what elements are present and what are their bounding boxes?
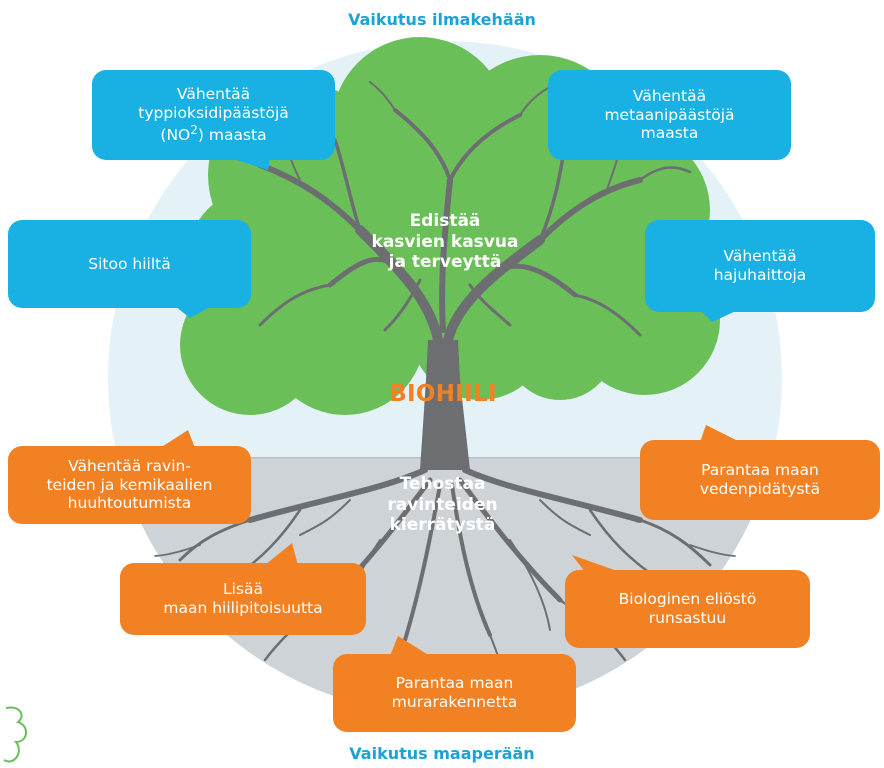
bubble-text-line: vedenpidätystä [699, 480, 821, 498]
formula-subscript: 2 [190, 122, 198, 137]
bubble-text-line: Vähentää [632, 86, 707, 105]
root-label-line: Tehostaa [399, 474, 486, 494]
soil-bubble-shapes [8, 425, 880, 732]
bubble-text-line: (NO2) maasta [138, 123, 289, 145]
bubble-text-line: Vähentää ravin- [68, 456, 191, 475]
tree-roots [154, 467, 736, 696]
bubble-text-line: hajuhaittoja [713, 266, 807, 284]
bubble-text-line: Biologinen eliöstö [618, 590, 757, 609]
bubble-leaching-reduction: Vähentää ravin- teiden ja kemikaalien hu… [8, 446, 251, 524]
root-label-line: kierrätystä [389, 515, 496, 536]
atmosphere-bubble-shapes [8, 70, 875, 322]
bubble-text-line: Parantaa maan [701, 461, 819, 480]
canopy-label-line: kasvien kasvua [371, 231, 519, 252]
bubble-text-line: metaanipäästöjä [604, 105, 735, 124]
bubble-text-line: Vähentää [723, 247, 797, 266]
bubble-text-line: maan hiilipitoisuutta [163, 599, 323, 617]
bubble-text-line: Lisää [222, 580, 263, 599]
bubble-text-line: Parantaa maan [395, 674, 514, 693]
bubble-text-line: murarakennetta [391, 693, 518, 711]
bubble-text-line: Vähentää [176, 85, 251, 104]
bubble-odor-reduction: Vähentää hajuhaittoja [645, 220, 875, 312]
bubble-text-line: maasta [640, 124, 699, 143]
soil-heading: Vaikutus maaperään [349, 744, 535, 763]
bubble-soil-structure: Parantaa maan murarakennetta [333, 654, 576, 732]
bubble-text-line: typpioksidipäästöjä [138, 103, 289, 122]
atmosphere-heading: Vaikutus ilmakehään [348, 10, 536, 29]
bubble-n2o-emissions: Vähentää typpioksidipäästöjä (NO2) maast… [92, 70, 335, 160]
bubble-text-line: Sitoo hiiltä [88, 254, 171, 273]
root-label: Tehostaa ravinteiden kierrätystä [375, 474, 510, 536]
bubble-methane-emissions: Vähentää metaanipäästöjä maasta [548, 70, 791, 160]
formula-suffix: ) maasta [197, 126, 267, 145]
biohiili-title: BIOHIILI [389, 381, 497, 407]
bubble-text-line: teiden ja kemikaalien [46, 475, 213, 494]
bubble-text-line: runsastuu [648, 609, 727, 627]
canopy-label: Edistää kasvien kasvua ja terveyttä [370, 211, 520, 273]
formula-prefix: (NO [160, 126, 191, 145]
canopy-label-line: Edistää [409, 211, 481, 231]
bubble-text-line: huuhtoutumista [67, 494, 192, 513]
bubble-carbon-content: Lisää maan hiilipitoisuutta [120, 563, 366, 635]
bubble-water-retention: Parantaa maan vedenpidätystä [640, 440, 880, 520]
leaf-outline-icon [3, 706, 27, 763]
bubble-soil-biology: Biologinen eliöstö runsastuu [565, 570, 810, 648]
bubble-carbon-sequestration: Sitoo hiiltä [8, 220, 251, 308]
canopy-label-line: ja terveyttä [388, 252, 502, 273]
root-label-line: ravinteiden [387, 494, 498, 515]
